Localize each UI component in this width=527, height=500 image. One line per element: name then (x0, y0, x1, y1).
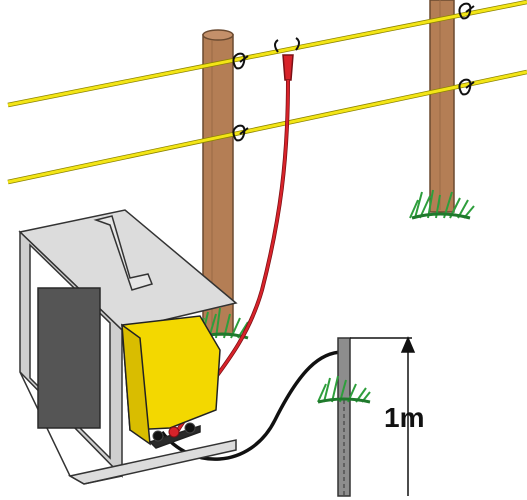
ground-rod (338, 338, 350, 496)
battery (38, 288, 100, 428)
wooden-post-right (430, 0, 454, 212)
wire-clip (275, 38, 299, 80)
depth-label: 1m (384, 404, 424, 432)
